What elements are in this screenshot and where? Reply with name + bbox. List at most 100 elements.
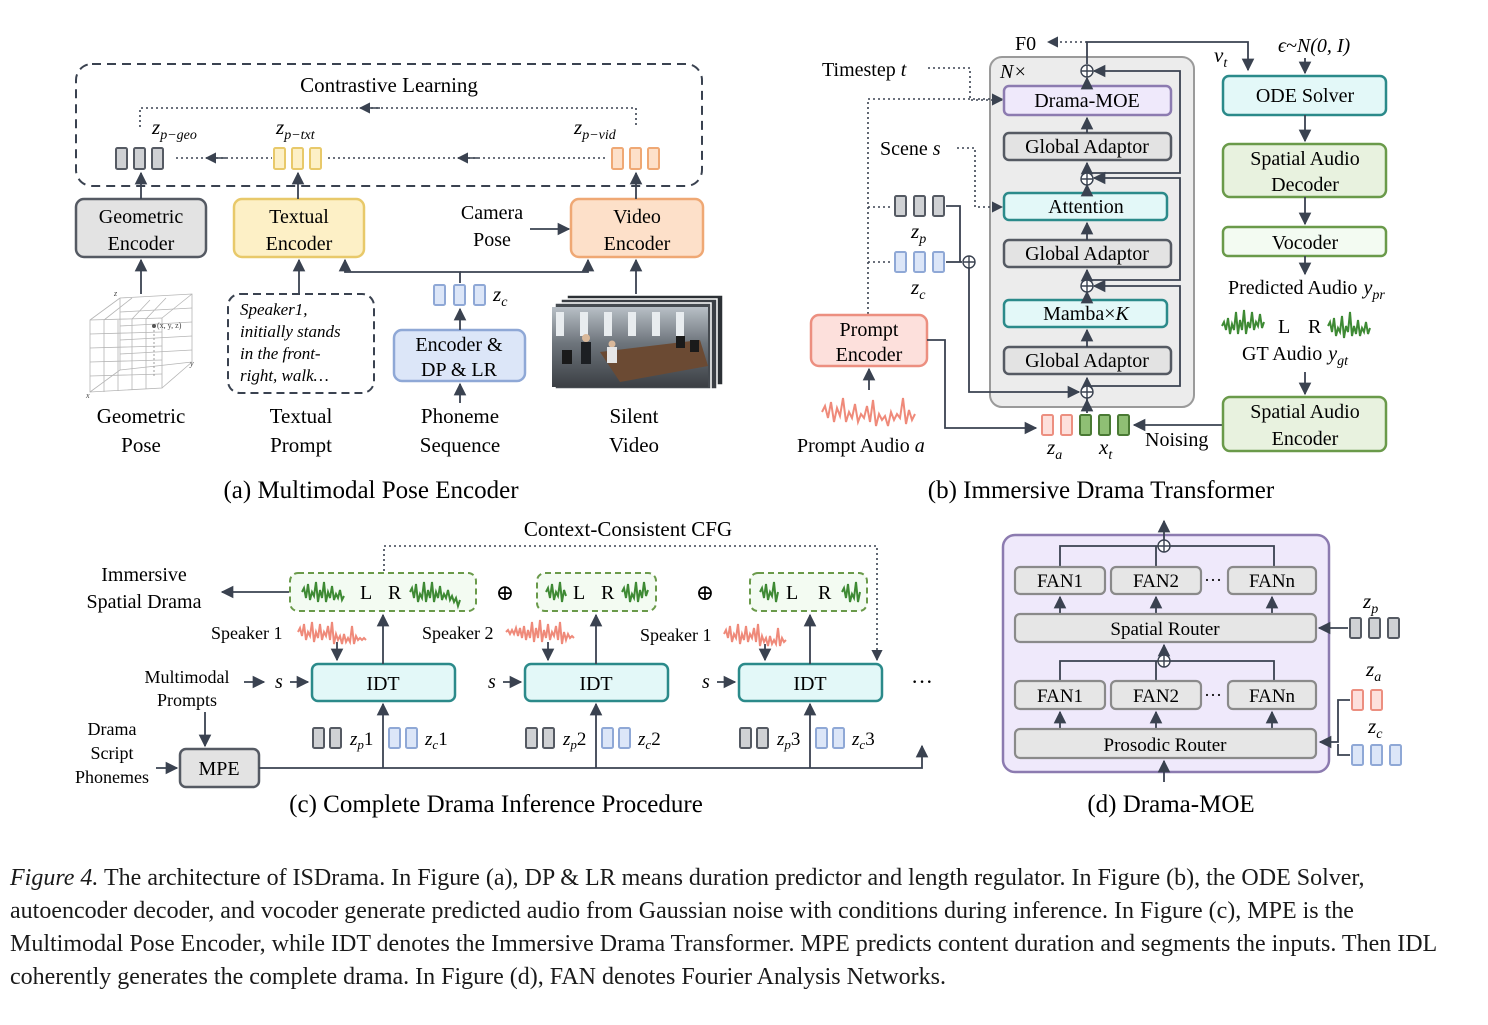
- oplus-1: ⊕: [496, 580, 514, 605]
- textual-encoder: Textual Encoder: [232, 197, 366, 259]
- panel-b-title: (b) Immersive Drama Transformer: [928, 477, 1275, 504]
- panel-c: Context-Consistent CFG Immersive Spatial…: [75, 517, 933, 818]
- input-phoneme-sequence-2: Sequence: [420, 433, 500, 457]
- z-a-tokens-d: [1351, 689, 1383, 711]
- svg-text:Spatial Router: Spatial Router: [1110, 619, 1220, 640]
- immersive-drama-label: Immersive: [101, 564, 187, 586]
- vocoder: Vocoder: [1221, 225, 1388, 258]
- ode-solver: ODE Solver: [1221, 74, 1388, 117]
- fan2-bottom: FAN2: [1109, 679, 1203, 711]
- mamba-block: Mamba×K: [1002, 298, 1169, 329]
- drama-moe-block: Drama-MOE: [1002, 84, 1173, 117]
- svg-text:Mamba×K: Mamba×K: [1043, 303, 1130, 325]
- z-c-label-d: zc: [1367, 714, 1383, 742]
- s-input-3: s: [702, 671, 710, 693]
- svg-text:R: R: [818, 582, 832, 604]
- epsilon-label: ϵ~N(0, I): [1278, 35, 1351, 57]
- input-phoneme-sequence: Phoneme: [421, 404, 499, 428]
- z-p-label: zp: [910, 219, 926, 247]
- geometric-pose-axes: [89, 293, 193, 393]
- svg-text:Encoder &: Encoder &: [415, 334, 503, 356]
- encoder-dp-lr: Encoder & DP & LR: [392, 328, 527, 383]
- spatial-audio-encoder: Spatial Audio Encoder: [1221, 395, 1388, 453]
- waveform-left-b: [1221, 309, 1265, 335]
- idt-block-3: IDT: [737, 662, 884, 703]
- input-geometric-pose: Geometric: [97, 404, 186, 428]
- x-t-tokens: [1079, 414, 1130, 436]
- z-c-label: zc: [492, 282, 508, 310]
- speaker-1-waveform: [297, 621, 367, 646]
- svg-text:IDT: IDT: [579, 673, 612, 695]
- input-geometric-pose-2: Pose: [121, 433, 161, 457]
- global-adaptor-3: Global Adaptor: [1002, 345, 1173, 376]
- prompt-encoder: Prompt Encoder: [809, 313, 929, 368]
- svg-text:R: R: [388, 582, 402, 604]
- svg-text:zp3: zp3: [776, 729, 800, 752]
- svg-text:zc3: zc3: [851, 729, 875, 752]
- svg-text:FAN1: FAN1: [1037, 686, 1083, 707]
- geometric-encoder: Geometric Encoder: [74, 197, 208, 259]
- svg-text:Encoder: Encoder: [266, 233, 333, 255]
- textual-prompt-box: Speaker1, initially stands in the front-…: [227, 293, 375, 394]
- immersive-drama-label-2: Spatial Drama: [87, 591, 202, 613]
- svg-text:Speaker1,: Speaker1,: [240, 300, 308, 319]
- f0-label: F0: [1015, 33, 1036, 55]
- svg-text:L: L: [360, 582, 372, 604]
- z-add-node: [962, 255, 976, 269]
- svg-text:DP & LR: DP & LR: [421, 359, 498, 381]
- svg-text:Textual: Textual: [269, 206, 329, 228]
- z-c-tokens: [433, 284, 486, 306]
- svg-text:Geometric: Geometric: [99, 206, 184, 228]
- svg-text:FANn: FANn: [1249, 686, 1296, 707]
- camera-pose-label: Camera: [461, 202, 523, 224]
- svg-text:ODE Solver: ODE Solver: [1256, 85, 1355, 107]
- svg-text:Vocoder: Vocoder: [1272, 232, 1339, 254]
- speaker-1-label: Speaker 1: [211, 623, 282, 643]
- spatial-audio-decoder: Spatial Audio Decoder: [1221, 142, 1388, 199]
- n-times-label: N×: [999, 61, 1027, 83]
- add-node-mid: [1157, 654, 1171, 668]
- caption-lead: Figure 4.: [10, 865, 99, 891]
- drama-script-label-3: Phonemes: [75, 767, 149, 787]
- svg-text:zp2: zp2: [562, 729, 586, 752]
- s-input-2: s: [488, 671, 496, 693]
- fann-top: FANn: [1226, 565, 1318, 596]
- svg-text:initially stands: initially stands: [240, 322, 341, 341]
- axis-y-label: y: [189, 359, 194, 368]
- z-p-label-d: zp: [1362, 589, 1378, 617]
- input-silent-video: Silent: [609, 404, 658, 428]
- input-textual-prompt-2: Prompt: [270, 433, 332, 457]
- z-c-tokens-b: [894, 251, 945, 273]
- svg-text:Spatial Audio: Spatial Audio: [1250, 401, 1359, 423]
- svg-text:Encoder: Encoder: [108, 233, 175, 255]
- speaker-3-label: Speaker 1: [640, 625, 711, 645]
- s-input-1: s: [275, 671, 283, 693]
- fan-dots-top: ···: [1204, 570, 1222, 590]
- fan2-top: FAN2: [1109, 565, 1203, 596]
- svg-text:L: L: [573, 582, 585, 604]
- video-encoder: Video Encoder: [569, 197, 705, 259]
- drama-script-label-2: Script: [91, 743, 134, 763]
- global-adaptor-2: Global Adaptor: [1002, 238, 1173, 269]
- svg-text:Drama-MOE: Drama-MOE: [1034, 90, 1140, 112]
- svg-text:R: R: [601, 582, 615, 604]
- svg-text:Video: Video: [613, 206, 661, 228]
- figure-caption: Figure 4. The architecture of ISDrama. I…: [10, 862, 1472, 994]
- speaker-2-label: Speaker 2: [422, 623, 493, 643]
- z-geo-label: zp−geo: [151, 115, 197, 143]
- x-t-label: xt: [1098, 435, 1113, 463]
- speaker-2-waveform: [505, 619, 575, 645]
- fan-dots-bottom: ···: [1204, 685, 1222, 705]
- fan1-top: FAN1: [1013, 565, 1107, 596]
- svg-text:zc2: zc2: [637, 729, 661, 752]
- z-c-tokens-d: [1351, 744, 1402, 766]
- svg-text:Spatial Audio: Spatial Audio: [1250, 148, 1359, 170]
- v-t-label: vt: [1214, 43, 1228, 71]
- input-textual-prompt: Textual: [270, 404, 333, 428]
- z-p-tokens-d: [1349, 617, 1400, 639]
